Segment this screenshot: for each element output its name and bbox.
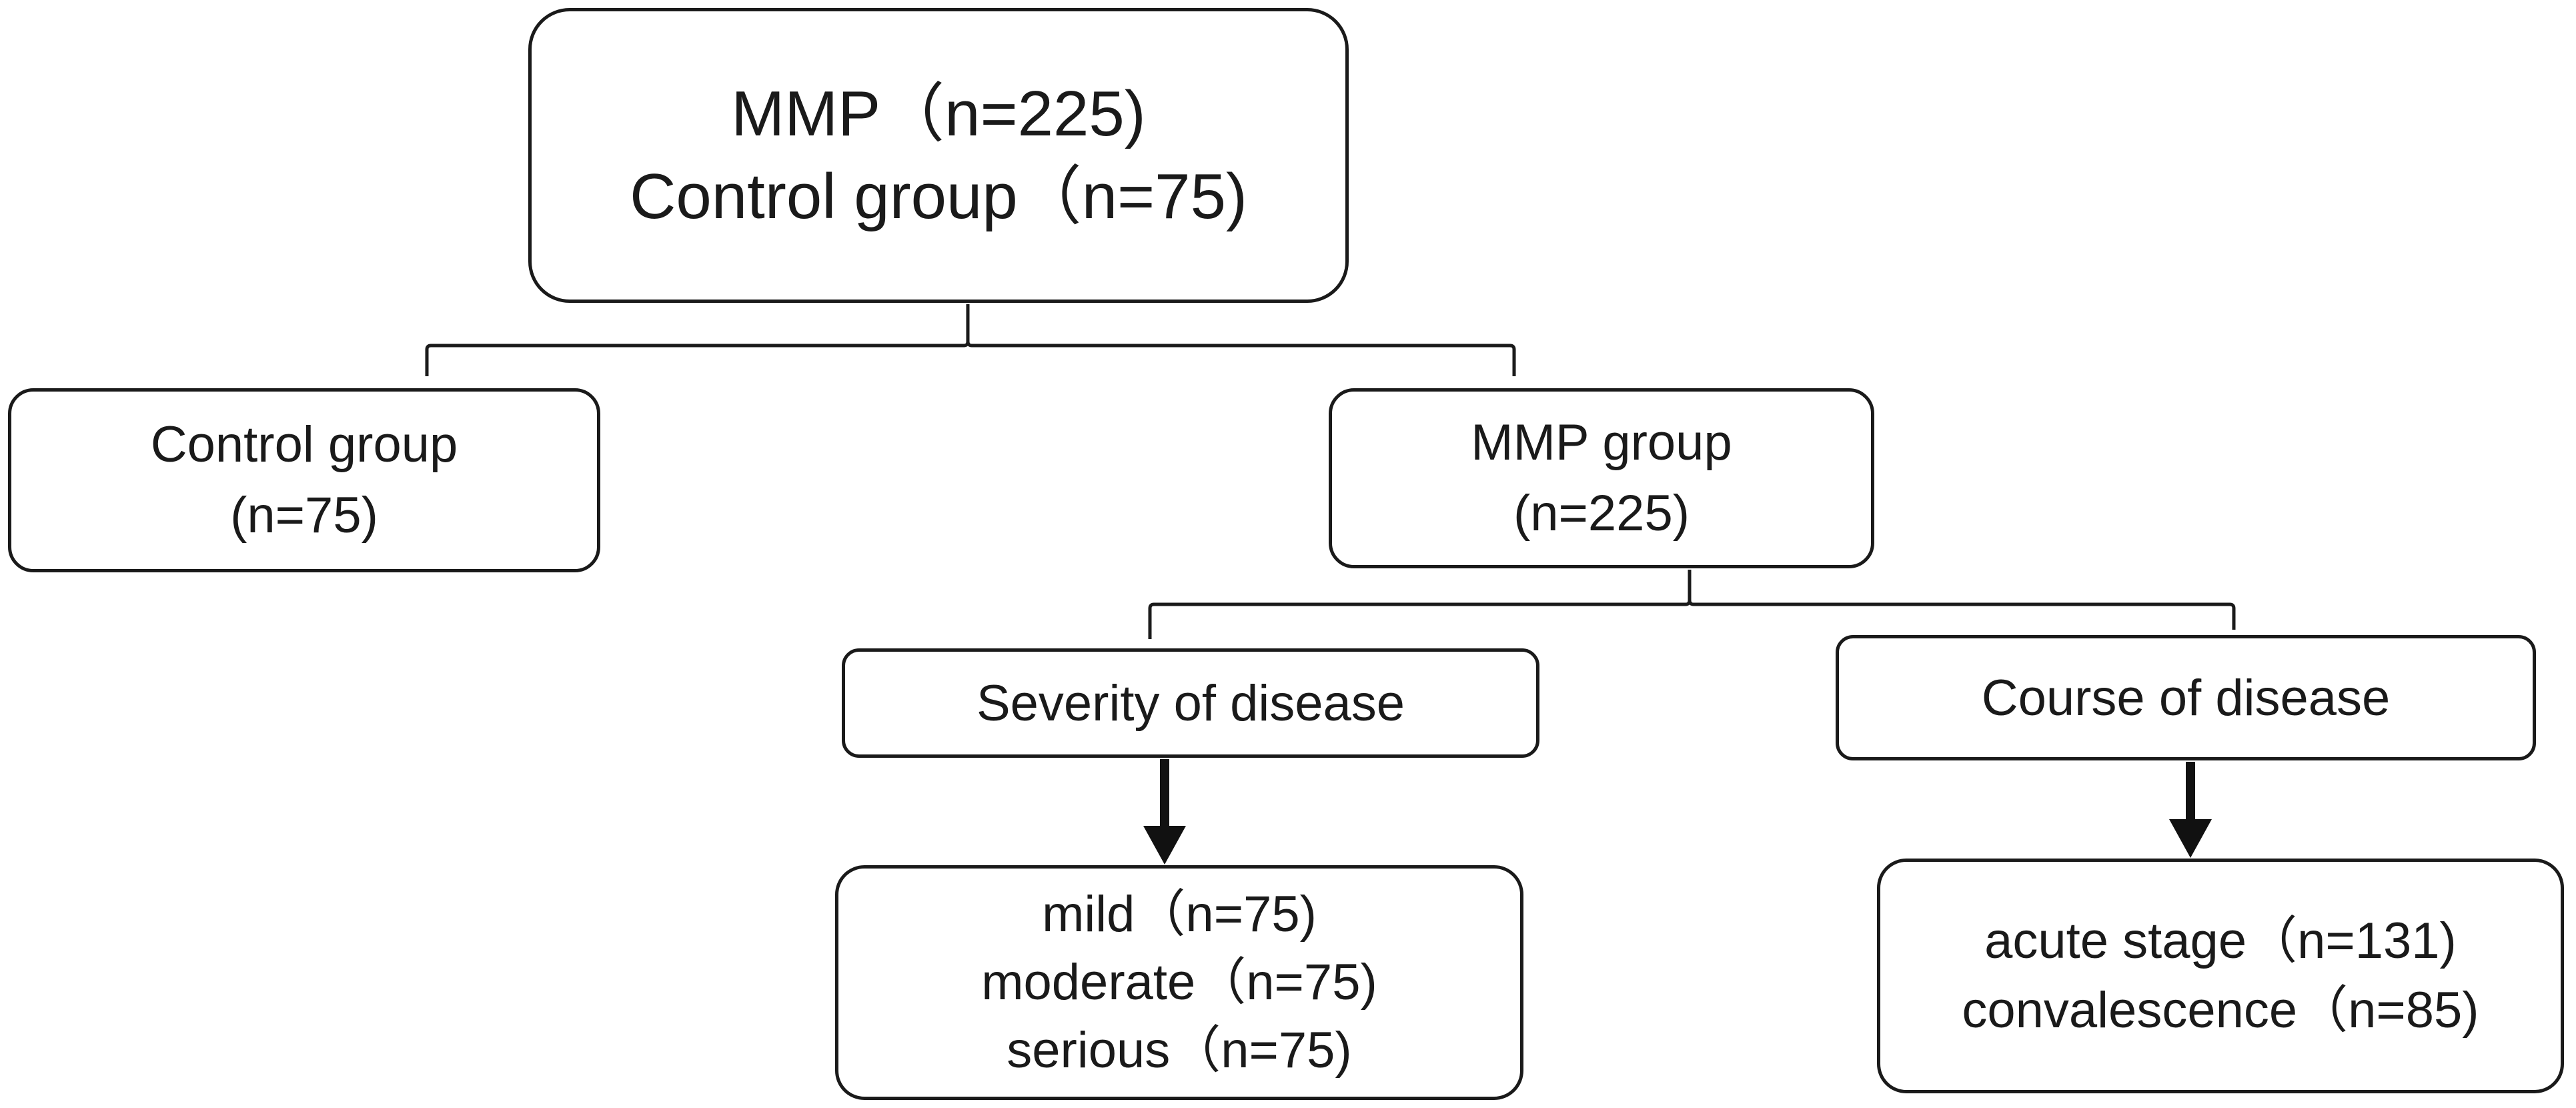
course-item-acute: acute stage（n=131) bbox=[1984, 913, 2457, 969]
course-box: Course of disease bbox=[1836, 635, 2536, 760]
bracket-root-split bbox=[425, 304, 1516, 376]
root-line-mmp: MMP（n=225) bbox=[731, 78, 1146, 149]
control-group-count: (n=75) bbox=[230, 487, 378, 544]
course-arrowhead bbox=[2169, 819, 2212, 858]
course-stages-box: acute stage（n=131) convalescence（n=85) bbox=[1877, 859, 2564, 1093]
root-line-control: Control group（n=75) bbox=[630, 161, 1247, 232]
severity-arrowhead bbox=[1143, 826, 1186, 865]
mmp-group-box: MMP group (n=225) bbox=[1329, 388, 1874, 568]
mmp-group-title: MMP group bbox=[1471, 414, 1732, 471]
severity-box: Severity of disease bbox=[842, 648, 1539, 758]
severity-label: Severity of disease bbox=[976, 674, 1405, 732]
control-group-box: Control group (n=75) bbox=[8, 388, 600, 572]
course-item-convalescence: convalescence（n=85) bbox=[1962, 982, 2479, 1039]
bracket-mmp-split bbox=[1148, 570, 2236, 639]
course-label: Course of disease bbox=[1981, 669, 2391, 726]
severity-item-serious: serious（n=75) bbox=[1007, 1022, 1352, 1079]
severity-item-moderate: moderate（n=75) bbox=[981, 954, 1377, 1011]
severity-levels-box: mild（n=75) moderate（n=75) serious（n=75) bbox=[835, 865, 1523, 1100]
severity-item-mild: mild（n=75) bbox=[1042, 886, 1317, 943]
mmp-group-count: (n=225) bbox=[1513, 485, 1690, 542]
root-box: MMP（n=225) Control group（n=75) bbox=[528, 8, 1349, 303]
control-group-title: Control group bbox=[150, 416, 458, 473]
